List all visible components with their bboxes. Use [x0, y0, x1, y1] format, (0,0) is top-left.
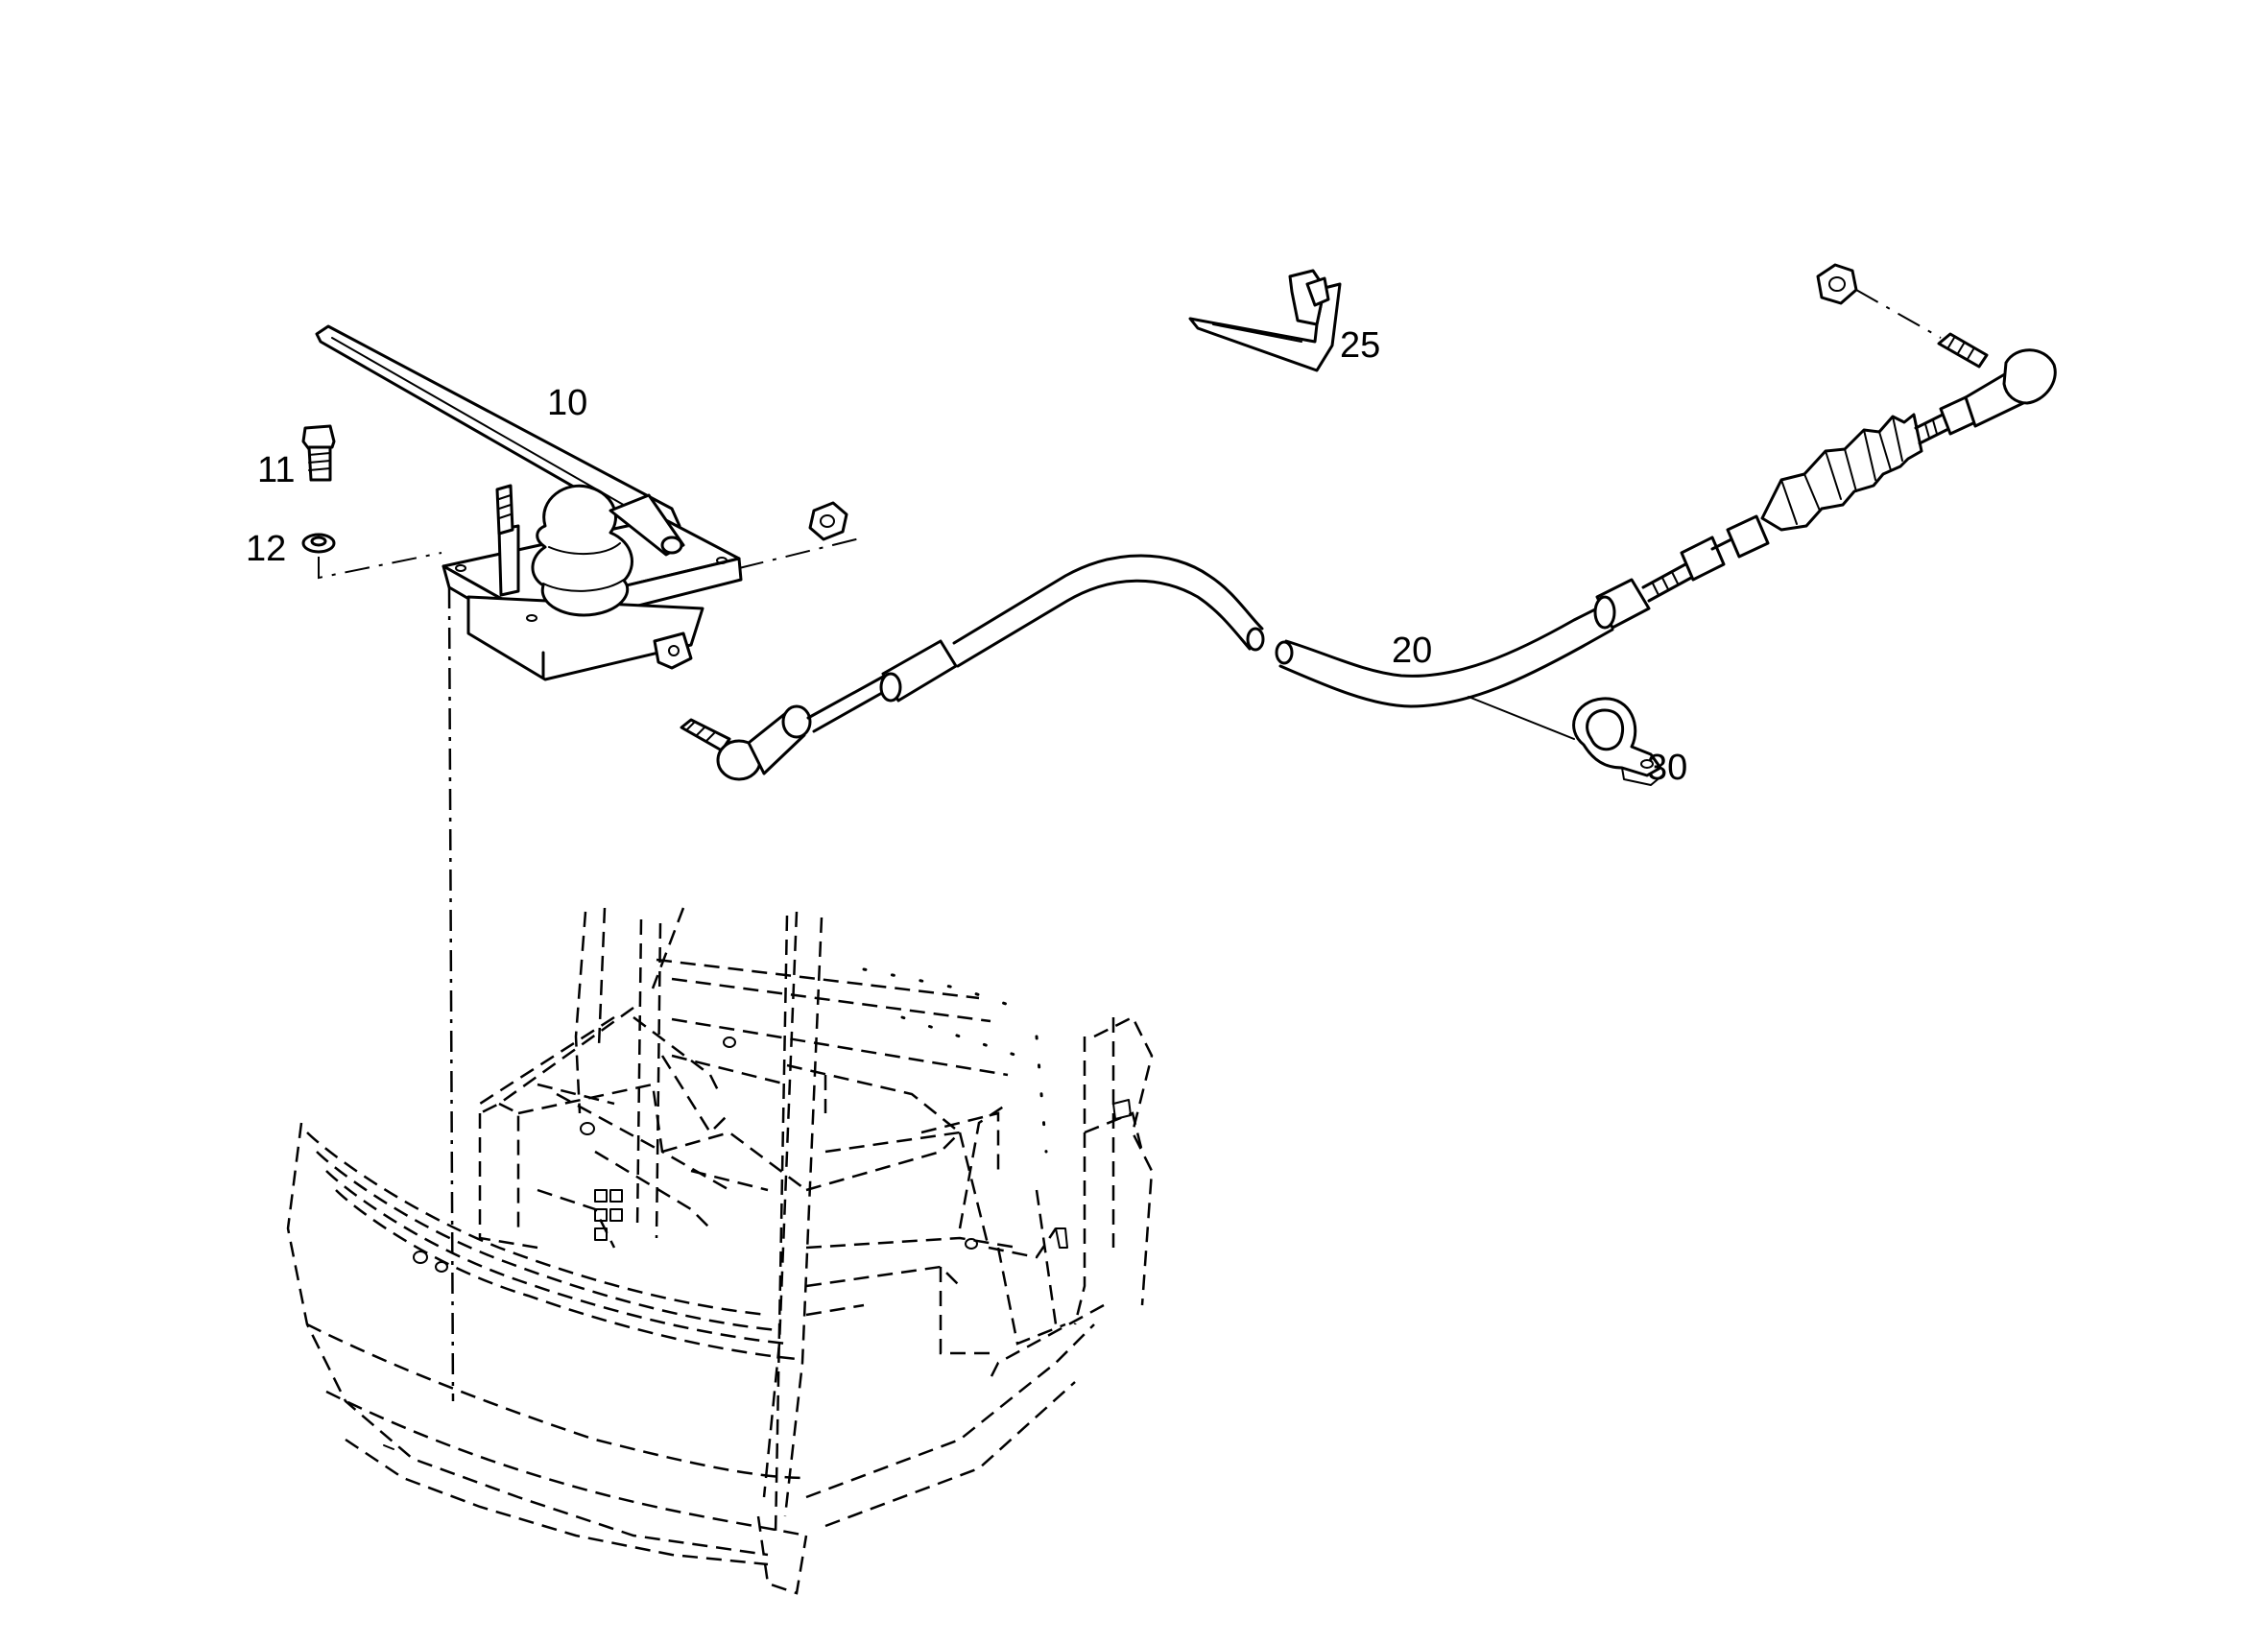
pedal-assembly — [315, 324, 743, 681]
callout-11: 11 — [257, 450, 295, 490]
clamp-30 — [1572, 697, 1663, 786]
callout-30: 30 — [1647, 748, 1687, 788]
callout-20: 20 — [1392, 631, 1432, 671]
pedal-nut — [808, 501, 848, 541]
truck-frame-phantom — [286, 586, 1154, 1595]
callout-10: 10 — [547, 383, 587, 423]
bolt-11 — [301, 424, 336, 482]
cable-tie-25 — [1188, 269, 1342, 372]
throttle-cable — [680, 332, 2057, 781]
cable-end-nut — [1816, 263, 1858, 305]
callout-12: 12 — [246, 529, 286, 569]
washer-12 — [301, 533, 336, 554]
callout-25: 25 — [1340, 325, 1380, 366]
